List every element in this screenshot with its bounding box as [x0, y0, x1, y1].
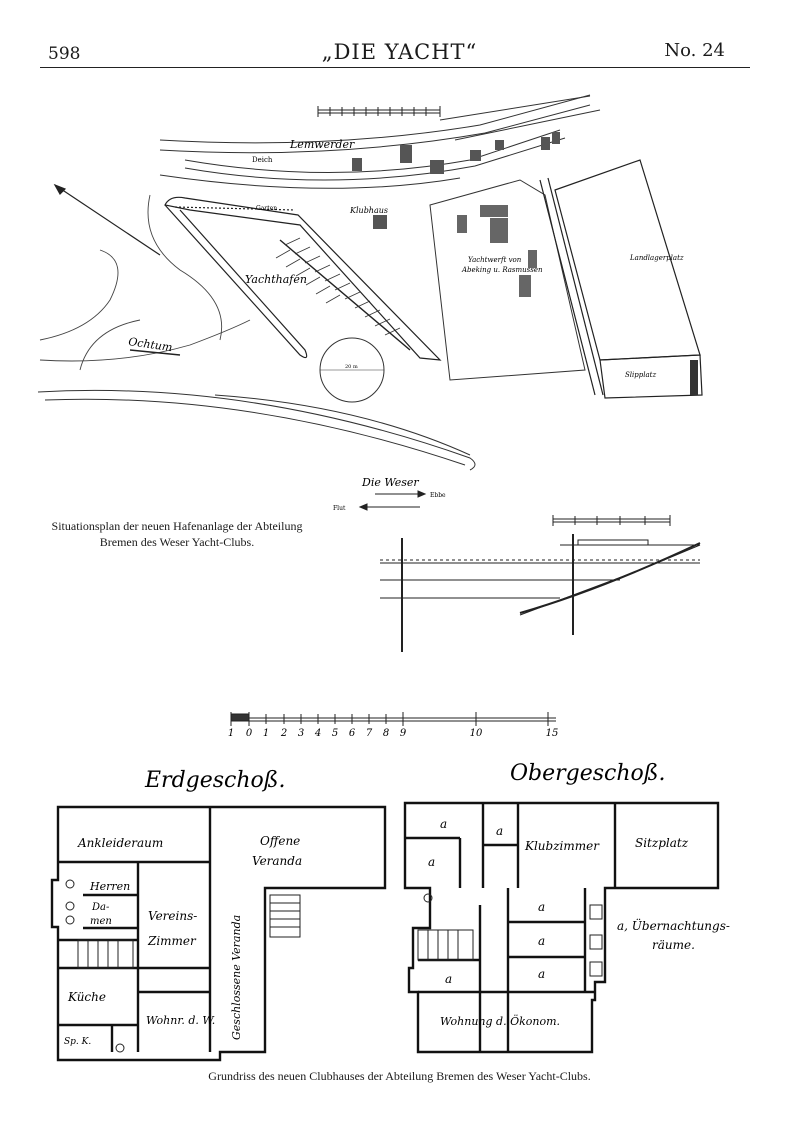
room-verein-1: Vereins-: [148, 909, 197, 923]
label-die-weser: Die Weser: [361, 476, 419, 489]
yacht-harbour-basin: [164, 196, 442, 361]
svg-text:a: a: [440, 817, 447, 831]
svg-text:1: 1: [228, 728, 234, 739]
boat-berths: [275, 237, 401, 336]
village-buildings: [352, 132, 560, 174]
ground-floor-walls: [50, 805, 387, 1062]
floor-plans-caption: Grundriss des neuen Clubhauses der Abtei…: [208, 1069, 591, 1083]
svg-text:0: 0: [246, 728, 253, 739]
svg-text:a: a: [538, 900, 545, 914]
north-arrow: [53, 183, 161, 256]
svg-text:a: a: [428, 855, 435, 869]
room-speisekammer: Sp. K.: [64, 1037, 91, 1047]
site-plan-caption: Situationsplan der neuen Hafenanlage der…: [51, 519, 303, 549]
floor-plans-drawing: Erdgeschoß. Obergeschoß. Ankleideraum Of…: [50, 761, 730, 1062]
journal-title: „DIE YACHT“: [321, 40, 478, 64]
tide-arrows: [358, 490, 427, 511]
svg-text:15: 15: [546, 728, 559, 739]
scale-bar-ticks: 1 0 1 2 3 4 5 6 7 8 9 10 15: [228, 728, 559, 739]
site-plan-drawing: Lemwerder Deich Yachthafen Garten Klubha…: [37, 94, 703, 512]
svg-text:10: 10: [470, 728, 483, 739]
room-herren: Herren: [89, 880, 130, 893]
upper-floor-title: Obergeschoß.: [510, 761, 665, 786]
svg-text:5: 5: [332, 728, 338, 739]
room-offene-1: Offene: [260, 834, 300, 848]
room-ankleideraum: Ankleideraum: [77, 836, 163, 850]
label-klubhaus: Klubhaus: [349, 206, 388, 215]
label-slipplatz: Slipplatz: [625, 371, 656, 379]
label-radius: 20 m: [345, 364, 358, 370]
room-wohnung-oekonom: Wohnung d. Ökonom.: [440, 1014, 560, 1028]
svg-text:9: 9: [400, 728, 407, 739]
legend-uebernachtung-2: räume.: [652, 938, 695, 952]
svg-text:a: a: [496, 824, 503, 838]
label-flut: Flut: [333, 505, 346, 512]
room-kueche: Küche: [67, 990, 106, 1004]
svg-text:1: 1: [263, 728, 269, 739]
label-ochtum: Ochtum: [128, 335, 174, 354]
clubhouse-building: [373, 215, 387, 229]
label-yachthafen: Yachthafen: [245, 273, 307, 286]
ochtum-river: [39, 194, 251, 371]
site-plan-scale: [317, 106, 441, 117]
room-damen-2: men: [90, 916, 112, 927]
weser-shore: [37, 389, 476, 471]
svg-text:2: 2: [280, 728, 287, 739]
issue-number: No. 24: [664, 40, 725, 61]
page-number: 598: [48, 44, 81, 64]
label-ebbe: Ebbe: [430, 492, 446, 499]
land-storage-area: [539, 159, 703, 399]
label-landlagerplatz: Landlagerplatz: [629, 254, 684, 262]
floor-plan-scale-bar: 1 0 1 2 3 4 5 6 7 8 9 10 15: [228, 712, 559, 739]
room-verein-2: Zimmer: [147, 934, 197, 948]
upper-floor-walls: [403, 801, 720, 1054]
room-damen-1: Da-: [91, 902, 110, 913]
svg-text:6: 6: [349, 728, 356, 739]
room-klubzimmer: Klubzimmer: [524, 839, 600, 853]
svg-text:a: a: [538, 967, 545, 981]
room-sitzplatz: Sitzplatz: [635, 836, 689, 850]
harbour-jetty: [279, 239, 411, 351]
room-offene-2: Veranda: [252, 854, 302, 868]
svg-text:a: a: [445, 972, 452, 986]
ground-floor-title: Erdgeschoß.: [144, 768, 285, 793]
legend-uebernachtung-1: a, Übernachtungs-: [617, 917, 730, 933]
svg-text:3: 3: [298, 728, 304, 739]
cross-section-drawing: [380, 515, 701, 652]
label-lemwerder: Lemwerder: [289, 138, 355, 151]
label-yachtwerft-2: Abeking u. Rasmussen: [461, 266, 543, 274]
label-garten: Garten: [256, 205, 277, 212]
label-deich: Deich: [252, 156, 273, 164]
svg-text:8: 8: [383, 728, 389, 739]
shipyard-buildings: [457, 205, 537, 297]
label-yachtwerft-1: Yachtwerft von: [468, 256, 522, 264]
svg-text:4: 4: [314, 728, 321, 739]
upper-room-a-labels: a a a a a a a: [428, 817, 545, 986]
header-rule: [40, 67, 750, 68]
svg-text:a: a: [538, 934, 545, 948]
svg-text:7: 7: [366, 728, 373, 739]
room-geschlossene-veranda: Geschlossene Veranda: [230, 915, 243, 1040]
room-wohnraum: Wohnr. d. W.: [146, 1014, 215, 1027]
shipyard-area: [429, 179, 586, 381]
